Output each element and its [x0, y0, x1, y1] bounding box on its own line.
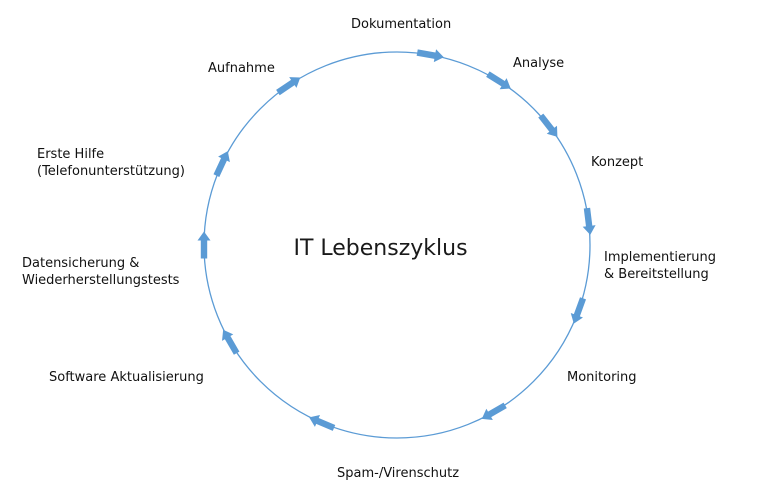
stage-label-aufnahme: Aufnahme	[208, 61, 275, 76]
stage-label-implementierung: Implementierung & Bereitstellung	[604, 250, 717, 282]
cycle-arrow-icon	[481, 402, 507, 420]
cycle-arrow-icon	[416, 49, 444, 63]
stage-label-dokumentation: Dokumentation	[351, 17, 452, 32]
stage-label-datensicherung: Datensicherung & Wiederherstellungstests	[22, 256, 180, 288]
diagram-title: IT Lebenszyklus	[293, 236, 468, 261]
cycle-arrow-icon	[486, 71, 511, 90]
cycle-arrow-icon	[197, 231, 211, 259]
cycle-arrow-icon	[213, 151, 230, 177]
stage-label-erste-hilfe: Erste Hilfe (Telefonunterstützung)	[37, 147, 185, 179]
stage-label-analyse: Analyse	[513, 56, 565, 71]
cycle-arrow-icon	[582, 207, 596, 235]
stage-label-software: Software Aktualisierung	[49, 370, 204, 385]
cycle-arrow-icon	[222, 329, 240, 355]
stage-label-monitoring: Monitoring	[567, 370, 637, 385]
cycle-arrow-icon	[538, 113, 558, 137]
cycle-arrow-icon	[570, 297, 587, 324]
stage-label-konzept: Konzept	[591, 155, 644, 170]
cycle-arrows	[197, 49, 596, 431]
stage-label-spam: Spam-/Virenschutz	[337, 466, 460, 481]
cycle-arrow-icon	[276, 77, 301, 96]
cycle-arrow-icon	[309, 414, 336, 431]
